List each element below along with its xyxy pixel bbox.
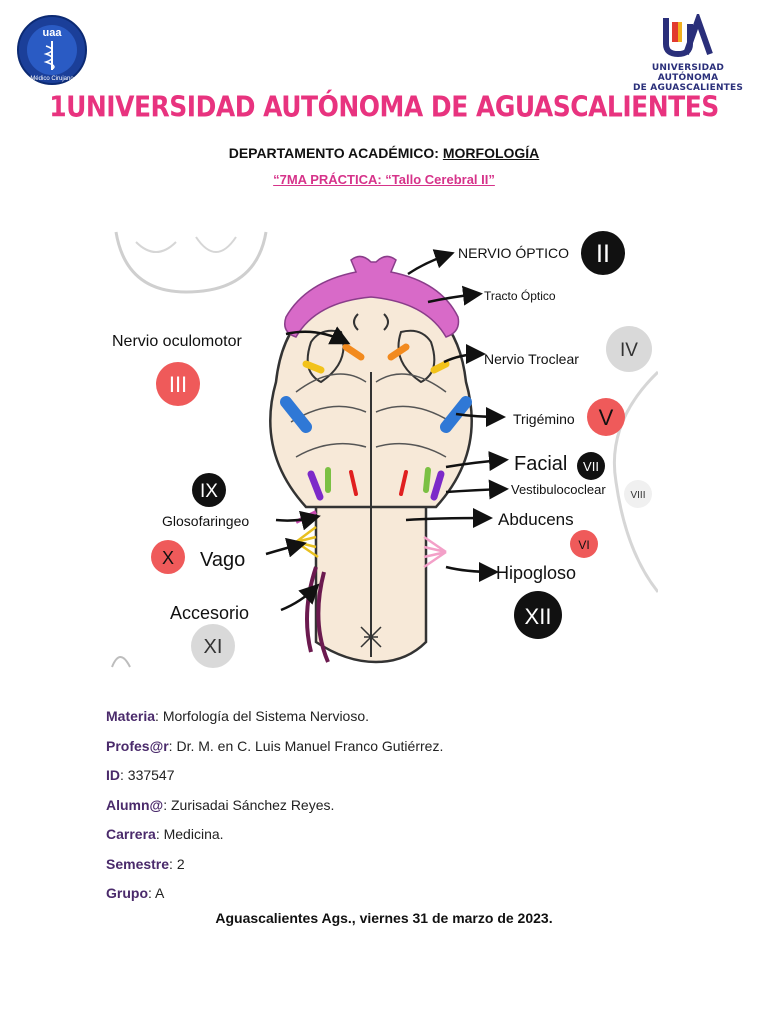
numeral-badge-ii: II [581,231,625,275]
svg-text:II: II [596,240,610,268]
info-row-carrera: Carrera: Medicina. [106,826,224,842]
brainstem-illustration [269,255,473,664]
svg-text:VIII: VIII [630,490,645,501]
numeral-badge-iii: III [156,362,200,406]
oculomotor-nerve-mark [342,343,365,361]
background-brain-sketch-top [114,231,268,294]
accessory-nerve-mark [305,566,330,663]
svg-text:X: X [162,548,174,568]
department-prefix: DEPARTAMENTO ACADÉMICO: [228,145,443,161]
trochlear-nerve-mark [302,360,325,374]
svg-text:V: V [599,405,614,430]
logo-uaa-text: uaa [43,27,63,39]
label-trigemino: Trigémino [513,411,575,427]
numeral-badge-xi: XI [191,624,235,668]
hypoglossal-nerve-fan [423,535,447,569]
label-glosofaringeo: Glosofaringeo [162,513,249,529]
info-row-semestre: Semestre: 2 [106,855,185,872]
university-name-line1: UNIVERSIDAD AUTÓNOMA [651,63,725,83]
svg-text:VII: VII [583,459,599,474]
svg-text:IV: IV [620,340,638,361]
label-vestibulococlear: Vestibulococlear [511,482,606,497]
optic-nerve-tract [284,255,460,338]
trigeminal-nerve-mark [280,396,312,433]
brainstem-diagram: NERVIO ÓPTICO Tracto Óptico Nervio oculo… [106,222,660,677]
svg-text:XII: XII [525,604,552,629]
vestibulocochlear-nerve-mark [307,470,324,501]
numeral-badge-x: X [151,540,185,574]
numeral-badge-vi: VI [570,530,598,558]
university-emblem-icon [663,10,713,58]
svg-text:VI: VI [578,538,589,552]
info-row-materia: Materia: Morfología del Sistema Nervioso… [106,708,370,724]
info-row-profesor: Profes@r: Dr. M. en C. Luis Manuel Franc… [106,737,444,754]
label-facial: Facial [514,453,567,475]
faculty-logo: uaa Médico Cirujano [16,14,88,86]
info-row-alumno: Alumn@: Zurisadai Sánchez Reyes. [106,796,335,813]
info-row-grupo: Grupo: A [106,885,165,901]
university-logo: UNIVERSIDAD AUTÓNOMA DE AGUASCALIENTES [628,10,748,93]
label-abducens: Abducens [498,510,574,529]
label-accesorio: Accesorio [170,603,249,623]
svg-text:III: III [169,372,187,397]
background-brain-sketch-right [612,370,660,593]
numeral-badge-iv: IV [606,326,652,372]
numeral-badge-viii: VIII [624,480,652,508]
label-troclear: Nervio Troclear [484,351,579,367]
practice-title: “7MA PRÁCTICA: “Tallo Cerebral II” [273,172,495,187]
student-info: Materia: Morfología del Sistema Nervioso… [106,708,706,915]
label-vago: Vago [200,549,245,571]
svg-text:XI: XI [204,636,223,658]
abducens-nerve-mark [349,470,358,496]
label-hipogloso: Hipogloso [496,563,576,583]
label-tracto: Tracto Óptico [484,288,556,303]
info-row-id: ID: 337547 [106,767,175,783]
vagus-nerve-fan [295,526,319,559]
department-line: DEPARTAMENTO ACADÉMICO: MORFOLOGÍA [0,145,768,161]
label-optico: NERVIO ÓPTICO [458,245,569,261]
numeral-badge-xii: XII [514,591,562,639]
numeral-badge-ix: IX [192,473,226,507]
svg-text:IX: IX [200,481,218,502]
university-name-line2: DE AGUASCALIENTES [632,83,744,93]
department-name: MORFOLOGÍA [442,145,540,161]
date-line: Aguascalientes Ags., viernes 31 de marzo… [215,910,553,926]
page-title: 1UNIVERSIDAD AUTÓNOMA DE AGUASCALIENTES [49,89,719,124]
label-oculomotor: Nervio oculomotor [112,333,243,350]
numeral-badge-v: V [587,398,625,436]
numeral-badge-vii: VII [577,452,605,480]
logo-ring-text: Médico Cirujano [30,76,74,82]
